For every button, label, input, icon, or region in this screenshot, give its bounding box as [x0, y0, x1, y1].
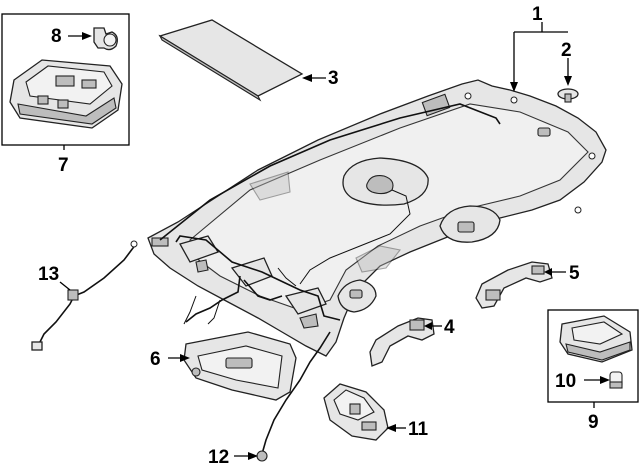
clip-part[interactable] — [557, 88, 579, 103]
callout-6: 6 — [150, 349, 161, 370]
map-lamp-part[interactable] — [323, 383, 389, 441]
callout-13: 13 — [38, 264, 59, 285]
callout-12: 12 — [208, 447, 229, 464]
callout-1: 1 — [532, 4, 543, 25]
leader-lines — [59, 22, 610, 460]
room-lamp-part[interactable] — [559, 315, 633, 363]
dome-lamp-part[interactable] — [9, 59, 123, 129]
dome-bulb-part[interactable] — [93, 27, 118, 51]
room-lamp-box — [547, 309, 639, 403]
sunvisor-part[interactable] — [183, 331, 297, 401]
callout-7: 7 — [58, 155, 69, 176]
callout-5: 5 — [569, 263, 580, 284]
room-bulb-part[interactable] — [609, 371, 623, 389]
callout-9: 9 — [588, 412, 599, 433]
insulator-pad-part[interactable] — [158, 19, 304, 102]
callout-2: 2 — [561, 40, 572, 61]
grab-handle-front-part[interactable] — [369, 317, 435, 367]
callout-3: 3 — [328, 68, 339, 89]
callout-4: 4 — [444, 317, 455, 338]
antenna-cable-part[interactable] — [31, 240, 138, 351]
dome-lamp-box — [1, 13, 130, 146]
callout-8: 8 — [51, 26, 62, 47]
callout-11: 11 — [408, 419, 429, 440]
headliner-part[interactable] — [147, 79, 607, 462]
grab-handle-rear-part[interactable] — [475, 261, 553, 309]
callout-10: 10 — [555, 371, 576, 392]
